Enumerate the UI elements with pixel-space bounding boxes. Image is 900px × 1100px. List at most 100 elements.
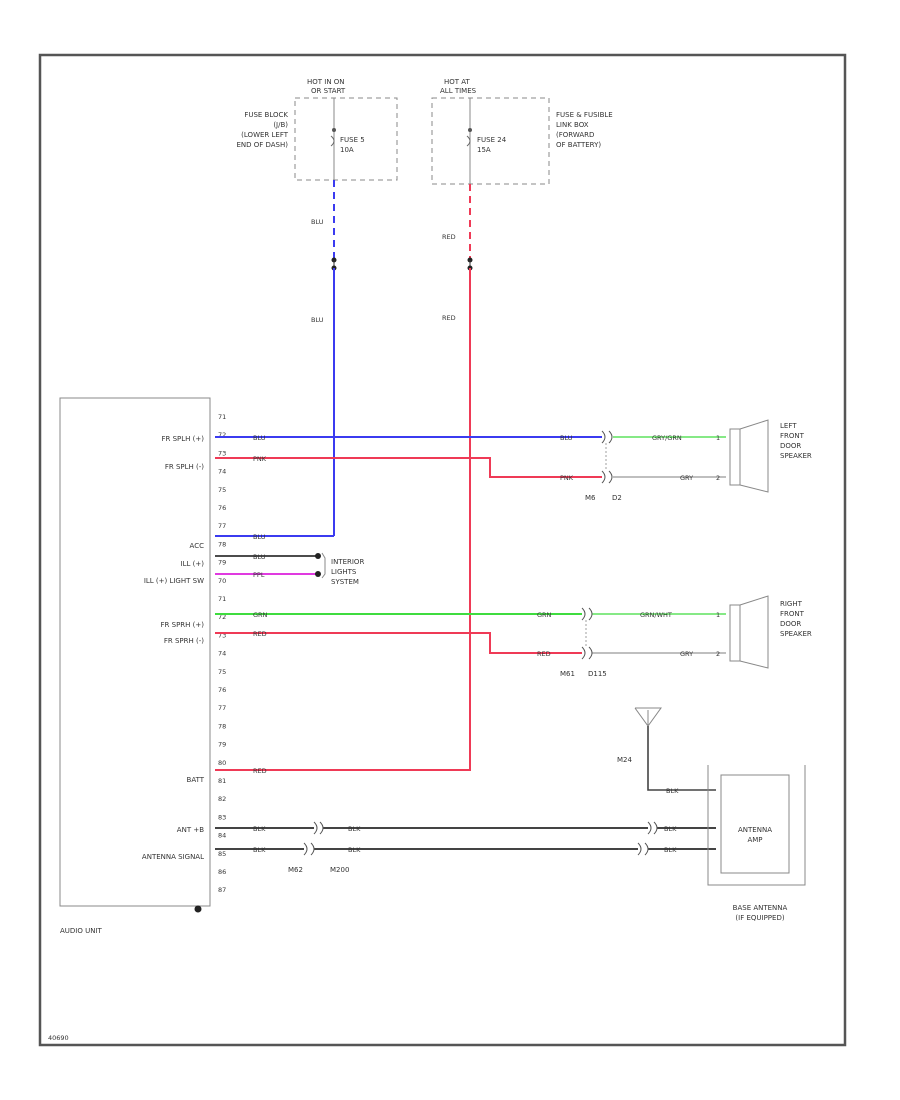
audio-unit-pin: 77 [218, 522, 226, 530]
connector-label: M200 [330, 866, 349, 874]
wire-label-batt: RED [253, 767, 267, 775]
base-antenna-label: (IF EQUIPPED) [735, 914, 784, 922]
label-ill-plus: ILL (+) [181, 560, 205, 568]
label-fr-sprh-minus: FR SPRH (-) [164, 637, 204, 645]
left-speaker-plus-circuit: BLU BLU GRY/GRN 1 [215, 430, 726, 444]
audio-unit-pin: 73 [218, 631, 226, 639]
left-speaker-label: SPEAKER [780, 452, 812, 460]
antenna-power-circuit: BLK BLK BLK [215, 821, 716, 835]
audio-unit-pin: 87 [218, 886, 226, 894]
wire-label-lf-minus-2: PNK [560, 474, 574, 482]
antenna-ground: BLK M24 [617, 707, 716, 795]
wire-label-rf-plus: GRN [253, 611, 268, 619]
right-speaker-label: FRONT [780, 610, 805, 618]
antenna-signal-circuit: BLK BLK BLK M62 M200 [215, 842, 716, 874]
fuse-block-left: HOT IN ON OR START FUSE BLOCK (J/B) (LOW… [236, 78, 398, 181]
fuse-left-hot-label-2: OR START [311, 87, 346, 95]
audio-unit-pin: 78 [218, 540, 226, 548]
footer-code: 40690 [48, 1034, 69, 1042]
fuse-block-left-line: END OF DASH) [236, 141, 288, 149]
label-batt: BATT [187, 776, 205, 784]
right-speaker-label: RIGHT [780, 600, 803, 608]
audio-unit-pin: 81 [218, 777, 226, 785]
wire-label-rf-minus: RED [253, 630, 267, 638]
wire-label-ant-b: BLK [253, 825, 266, 833]
wire-label-ill: BLU [253, 553, 266, 561]
right-front-door-speaker: RIGHT FRONT DOOR SPEAKER [729, 595, 812, 669]
audio-unit-pin: 76 [218, 504, 226, 512]
left-speaker-minus-circuit: PNK PNK GRY M6 D2 2 [215, 443, 726, 502]
label-fr-splh-plus: FR SPLH (+) [162, 435, 205, 443]
red-feed-wire: RED RED [442, 184, 473, 770]
audio-unit-pin: 77 [218, 704, 226, 712]
audio-unit: AUDIO UNIT 71727374757677787970717273747… [59, 397, 226, 935]
connector-label: D115 [588, 670, 607, 678]
audio-unit-pin: 73 [218, 449, 226, 457]
wire-label-ant-sig-3: BLK [664, 846, 677, 854]
audio-unit-pin: 75 [218, 668, 226, 676]
batt-circuit: RED [215, 767, 471, 775]
left-speaker-label: FRONT [780, 432, 805, 440]
acc-circuit: BLU [215, 533, 334, 541]
audio-unit-pin: 76 [218, 686, 226, 694]
audio-unit-pin: 75 [218, 486, 226, 494]
audio-unit-pin: 78 [218, 722, 226, 730]
audio-unit-pin: 85 [218, 850, 226, 858]
connector-label: M62 [288, 866, 303, 874]
connector-label: D2 [612, 494, 622, 502]
audio-unit-pin: 71 [218, 413, 226, 421]
label-antenna-signal: ANTENNA SIGNAL [142, 853, 204, 861]
wire-label-lf-minus-out: GRY [680, 474, 693, 482]
audio-unit-pin: 72 [218, 431, 226, 439]
label-ill-light-sw: ILL (+) LIGHT SW [144, 577, 204, 585]
fuse-left-amps: 10A [340, 146, 354, 154]
wire-label-rf-plus-2: GRN [537, 611, 552, 619]
wire-label-red: RED [442, 233, 456, 241]
antenna-amp-label: ANTENNA [738, 826, 772, 834]
ill-circuit: BLU PPL INTERIOR LIGHTS SYSTEM [215, 552, 364, 586]
label-ant-b: ANT +B [177, 826, 204, 834]
wire-label-ant-b-3: BLK [664, 825, 677, 833]
label-fr-sprh-plus: FR SPRH (+) [161, 621, 205, 629]
label-acc: ACC [190, 542, 205, 550]
wire-label-ill-sw: PPL [253, 571, 265, 579]
fuse-block-right-line: LINK BOX [556, 121, 589, 129]
label-fr-splh-minus: FR SPLH (-) [165, 463, 204, 471]
audio-unit-pin: 74 [218, 468, 226, 476]
fuse-left-rating: FUSE 5 [340, 136, 365, 144]
fuse-block-left-line: (J/B) [273, 121, 288, 129]
interior-lights-label: LIGHTS [331, 568, 357, 576]
wire-label-ant-sig: BLK [253, 846, 266, 854]
wire-label-ground: BLK [666, 787, 679, 795]
right-speaker-minus-circuit: RED RED GRY M61 D115 2 [215, 620, 726, 678]
audio-unit-pin: 70 [218, 577, 226, 585]
wire-label-rf-plus-out: GRN/WHT [640, 611, 672, 619]
base-antenna-label: BASE ANTENNA [733, 904, 788, 912]
audio-unit-pin-list: 7172737475767778797071727374757677787980… [218, 413, 226, 894]
interior-lights-label: SYSTEM [331, 578, 359, 586]
wire-label-rf-minus-out: GRY [680, 650, 693, 658]
wire-label-ant-b-2: BLK [348, 825, 361, 833]
audio-unit-label: AUDIO UNIT [60, 927, 103, 935]
audio-unit-pin: 82 [218, 795, 226, 803]
audio-unit-pin: 79 [218, 559, 226, 567]
audio-unit-pin: 72 [218, 613, 226, 621]
fuse-right-hot-label: HOT AT [444, 78, 471, 86]
right-speaker-label: DOOR [780, 620, 801, 628]
audio-unit-pin: 74 [218, 650, 226, 658]
wire-label-blu: BLU [311, 218, 324, 226]
wire-label-acc: BLU [253, 533, 266, 541]
audio-unit-pin: 84 [218, 832, 226, 840]
left-speaker-label: DOOR [780, 442, 801, 450]
left-front-door-speaker: LEFT FRONT DOOR SPEAKER [729, 419, 812, 493]
audio-unit-pin: 86 [218, 868, 226, 876]
antenna-amp-label: AMP [747, 836, 762, 844]
fuse-right-hot-label-2: ALL TIMES [440, 87, 477, 95]
left-speaker-label: LEFT [780, 422, 797, 430]
wire-label-lf-minus: PNK [253, 455, 267, 463]
fuse-left-hot-label: HOT IN ON [307, 78, 345, 86]
fuse-right-rating: FUSE 24 [477, 136, 507, 144]
wire-label-lf-plus: BLU [253, 434, 266, 442]
wire-label-red: RED [442, 314, 456, 322]
fuse-block-left-line: FUSE BLOCK [244, 111, 288, 119]
